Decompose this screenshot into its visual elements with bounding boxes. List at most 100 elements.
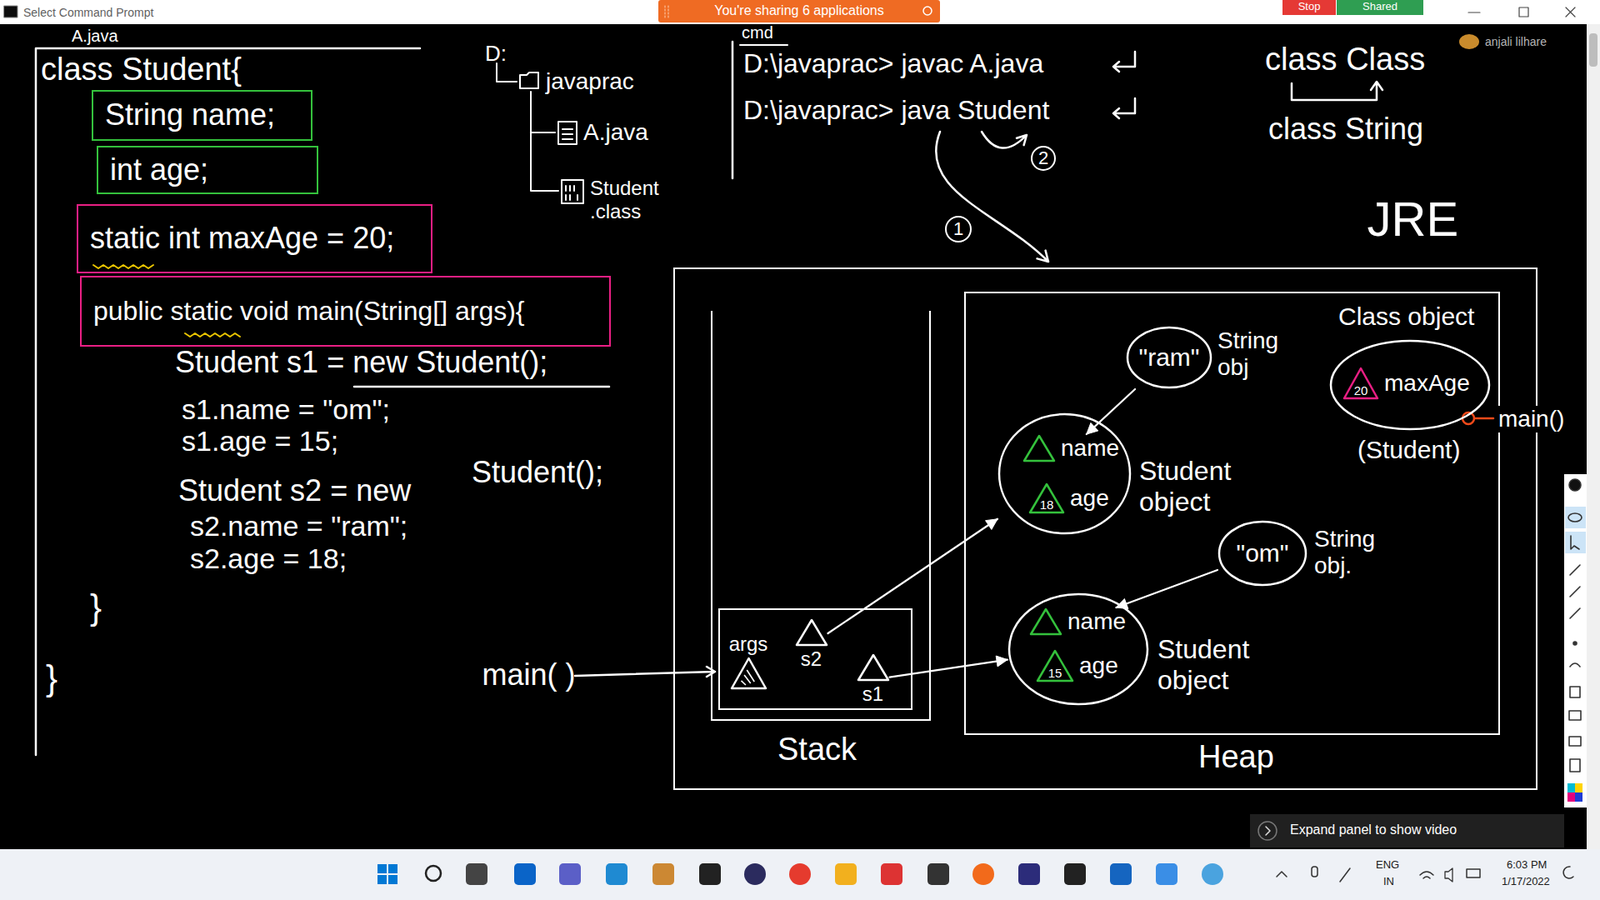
field-box: String name; xyxy=(91,90,313,141)
stack-frame: main( )argss2s1 xyxy=(718,608,913,710)
taskbar-part xyxy=(1466,869,1480,878)
taskbar-part xyxy=(425,865,441,881)
ellipse-shape xyxy=(1127,327,1211,388)
field-name: s1 xyxy=(862,682,884,706)
ellipse-shape xyxy=(1330,340,1490,430)
taskbar-part xyxy=(835,863,857,885)
pen-toolbar-part xyxy=(1567,792,1575,802)
video-panel-part xyxy=(1258,821,1277,840)
class-object: Class object(Student)20maxAge xyxy=(1329,339,1491,431)
command-line: D:\javaprac> javac A.java xyxy=(743,48,1044,80)
video-panel-part xyxy=(1250,814,1565,848)
file-name: A.java xyxy=(583,119,649,146)
code-line: s2.name = "ram"; xyxy=(190,510,408,543)
triangle-shape xyxy=(1024,435,1055,461)
jre-box: JREStackmain( )argss2s1Heap"ram"String o… xyxy=(673,267,1538,790)
stack-area: Stackmain( )argss2s1 xyxy=(710,310,931,721)
student-object: Student objectname18age xyxy=(997,412,1132,535)
command-lines-part xyxy=(1113,51,1135,72)
taskbar-part xyxy=(972,863,995,885)
reference-triangle xyxy=(856,653,890,682)
taskbar-part xyxy=(0,849,1600,900)
reference-var: s1 xyxy=(856,653,890,706)
taskbar-part xyxy=(789,863,811,885)
window-title: Select Command Prompt xyxy=(23,5,154,20)
scrollbar xyxy=(1586,24,1600,850)
video-panel xyxy=(1250,814,1565,848)
static-squiggle-part xyxy=(93,265,154,269)
node-text: Student object xyxy=(1157,634,1275,696)
class-arrow-part xyxy=(1291,81,1383,100)
command-lines-part xyxy=(740,44,788,46)
triangle-shape xyxy=(858,655,889,680)
static-field: 20maxAge xyxy=(1342,366,1470,400)
code-line: s1.age = 15; xyxy=(181,425,339,458)
share-banner-part xyxy=(1459,34,1480,50)
triangle-shape xyxy=(1344,368,1378,399)
pen-toolbar xyxy=(1564,474,1587,808)
command-lines-part xyxy=(935,131,1049,262)
string-object: "om"String obj. xyxy=(1217,520,1308,587)
taskbar-part xyxy=(377,864,387,874)
taskbar-part xyxy=(1340,868,1350,882)
node-text: "om" xyxy=(1236,539,1290,569)
instance-field: 15age xyxy=(1035,649,1119,683)
ellipse-outline xyxy=(997,412,1132,535)
node-text: "ram" xyxy=(1139,343,1200,373)
pen-toolbar-part xyxy=(1575,783,1583,793)
field-name: name xyxy=(1060,435,1120,462)
reference-line xyxy=(1086,389,1135,435)
command-lines-part xyxy=(981,131,1027,149)
ellipse-shape xyxy=(1009,594,1148,705)
scrollbar-part xyxy=(1586,24,1600,850)
taskbar-part xyxy=(652,863,675,885)
taskbar-part xyxy=(927,863,950,885)
clock-text: 6:03 PM xyxy=(1506,859,1547,872)
static-squiggle-part xyxy=(185,333,240,337)
pen-toolbar-part xyxy=(1570,565,1580,619)
field-name: age xyxy=(1070,485,1110,512)
pen-toolbar-part xyxy=(1570,535,1580,550)
file-tree-part xyxy=(520,72,539,89)
triangle-shape xyxy=(796,620,827,645)
tray-text: ENG xyxy=(1375,859,1400,872)
title-bar-part xyxy=(1565,7,1575,17)
main-leader xyxy=(575,666,715,677)
reference-var: args xyxy=(729,632,769,690)
reference-triangle xyxy=(795,618,829,647)
code-panel-lines xyxy=(35,48,610,755)
reference-arrow xyxy=(1115,570,1218,610)
code-brace: } xyxy=(90,587,102,628)
share-banner-part xyxy=(658,0,940,23)
file-tree-part xyxy=(530,91,559,191)
code-line: Student s2 = new xyxy=(178,473,411,508)
share-banner-part xyxy=(923,6,932,15)
code-line: s1.name = "om"; xyxy=(181,393,390,426)
reference-arrow xyxy=(828,519,999,634)
arrow-head xyxy=(995,655,1008,667)
node-text: String obj xyxy=(1217,327,1301,381)
field-name: name xyxy=(1067,608,1126,635)
taskbar-part xyxy=(559,863,581,885)
share-banner-text: You're sharing 6 applications xyxy=(658,3,940,19)
node-text: int age; xyxy=(110,152,209,187)
reference-arrow xyxy=(890,655,1009,677)
ellipse-shape xyxy=(999,414,1130,534)
taskbar-part xyxy=(880,863,903,885)
node-text: JRE xyxy=(1367,191,1460,248)
taskbar-part xyxy=(605,863,628,885)
taskbar-part xyxy=(1155,863,1178,885)
file-tree-part xyxy=(561,180,584,204)
title-bar-part xyxy=(0,0,1600,25)
title-bar xyxy=(0,0,1600,25)
instance-field: name xyxy=(1022,434,1120,463)
node-text: (Student) xyxy=(1357,435,1460,465)
taskbar-part xyxy=(1018,863,1040,885)
code-panel-lines-part xyxy=(35,48,420,755)
title-bar-part xyxy=(1519,7,1529,17)
folder-name: javaprac xyxy=(545,68,635,95)
field-box: int age; xyxy=(96,145,319,195)
button-text: Shared xyxy=(1336,0,1424,14)
triangle-shape xyxy=(1030,609,1061,635)
pen-toolbar-part xyxy=(1570,686,1580,698)
